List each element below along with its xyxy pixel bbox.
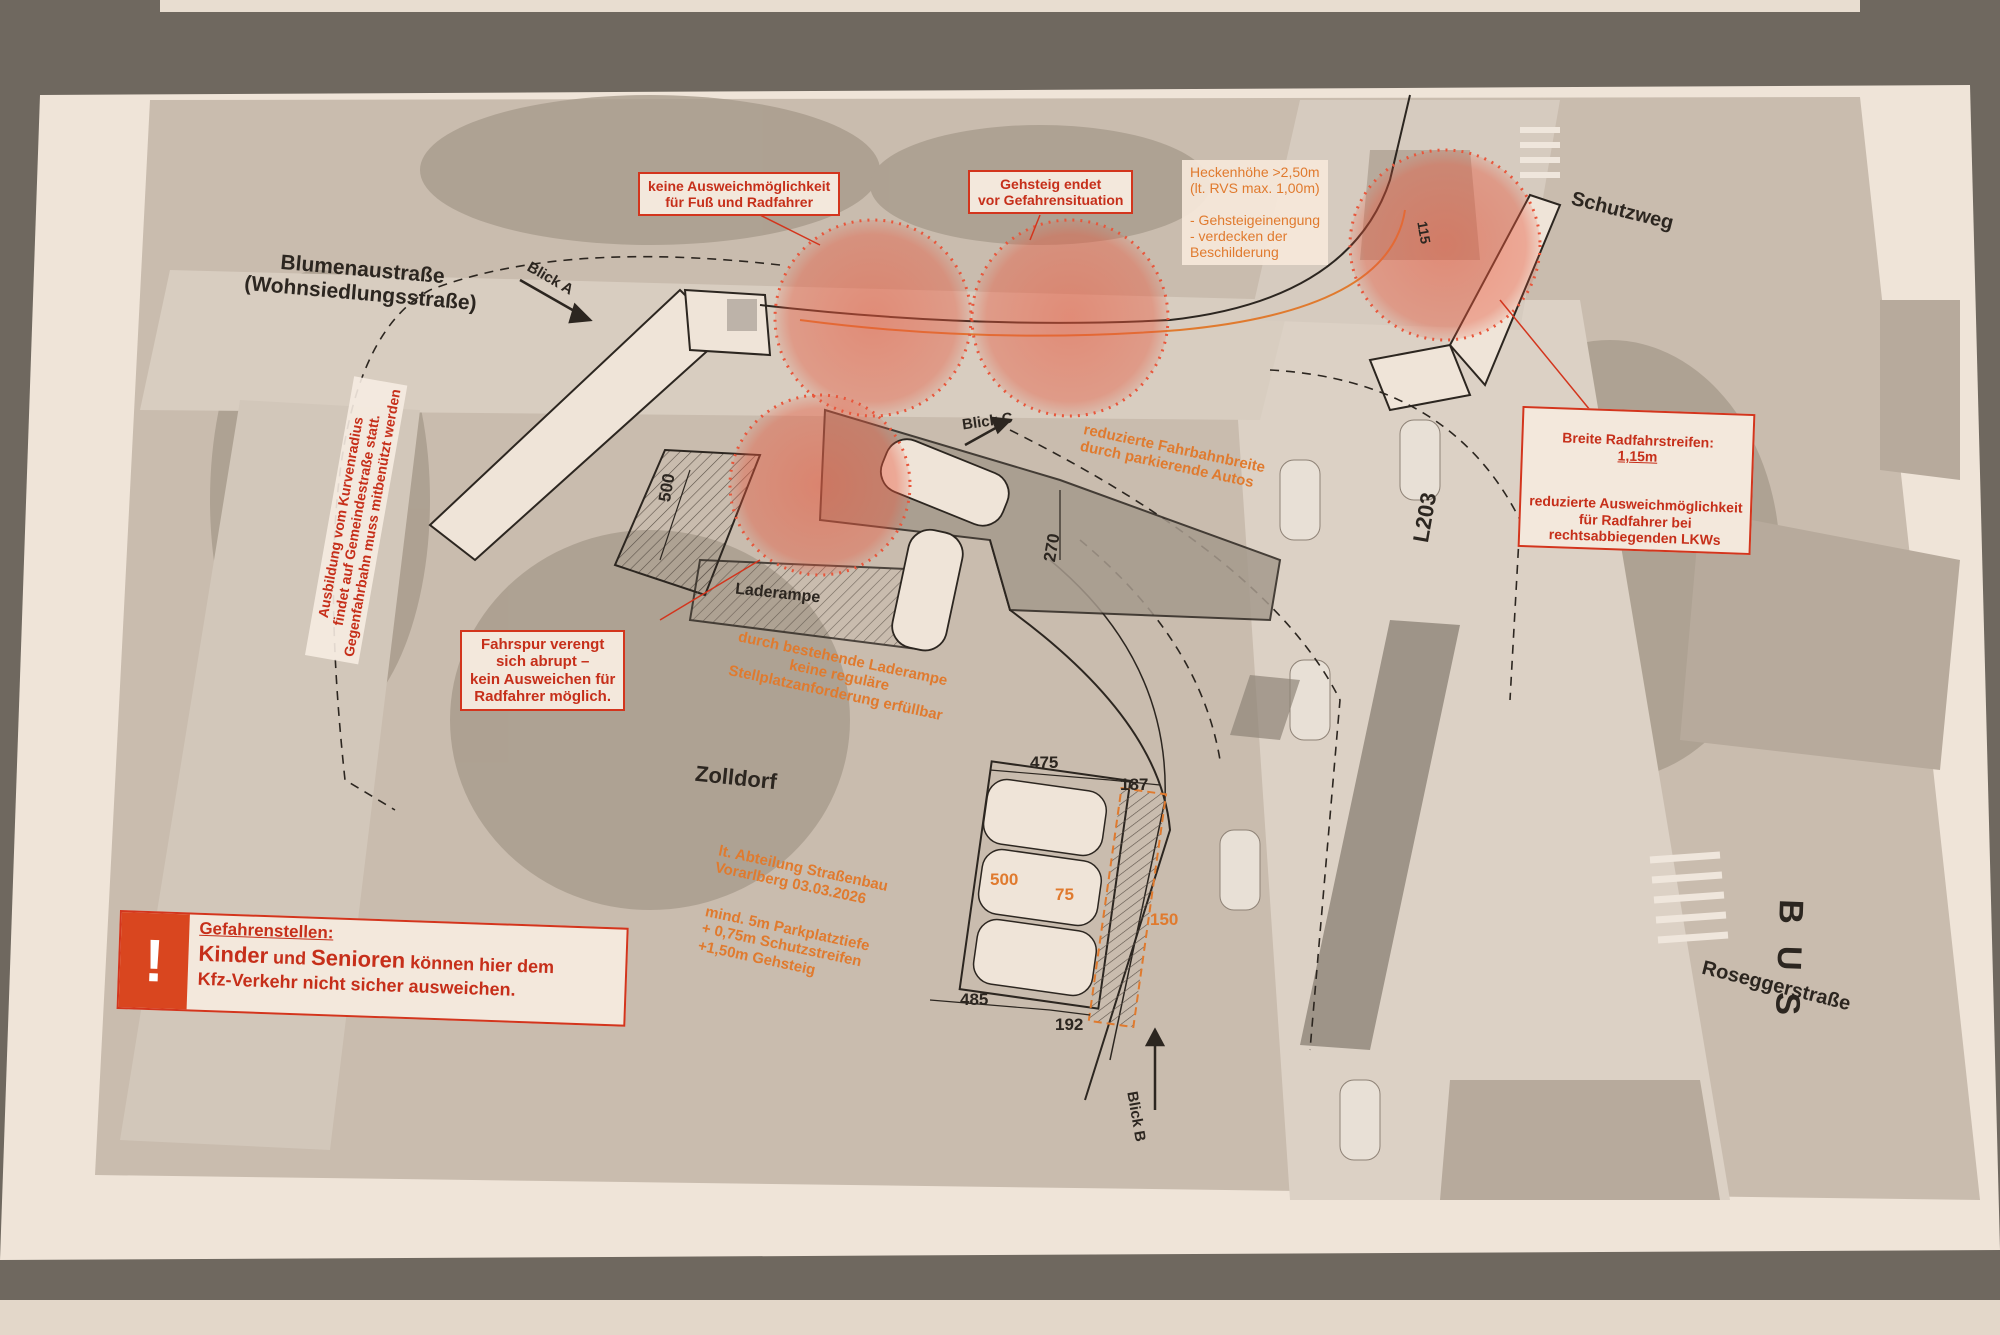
legend-senioren: Senioren <box>310 944 406 973</box>
view-arrows <box>519 278 1166 1110</box>
sheet-top <box>160 0 1860 12</box>
legend-koennen: können hier dem <box>404 951 555 978</box>
parked-cars-aerial <box>1219 419 1441 1161</box>
dim-475: 475 <box>1030 753 1059 772</box>
dim-192: 192 <box>1055 1015 1084 1034</box>
curb-lower <box>989 539 1172 1101</box>
parking-lot-lower <box>958 760 1168 1029</box>
callout-leaders <box>659 214 1591 621</box>
strip-small <box>1230 675 1300 740</box>
hazard-circles <box>728 148 1542 577</box>
dim-485: 485 <box>960 990 989 1009</box>
dim-75: 75 <box>1055 885 1074 904</box>
radfahrstreifen-text: reduzierte Ausweichmöglichkeit für Radfa… <box>1528 492 1743 548</box>
callout-radfahrstreifen: Breite Radfahrstreifen: 1,15m reduzierte… <box>1517 405 1756 555</box>
legend-und: und <box>267 947 312 969</box>
strip-parking <box>1300 620 1460 1050</box>
plan-cars <box>879 438 1010 652</box>
dim-150: 150 <box>1150 910 1179 929</box>
crosswalk-bottom <box>1649 851 1729 944</box>
crosswalk-top <box>1520 127 1560 178</box>
hazard-legend: ! Gefahrenstellen: Kinder und Senioren k… <box>116 910 629 1027</box>
dim-187: 187 <box>1120 775 1149 794</box>
legend-kinder: Kinder <box>198 940 269 969</box>
dim-500-park: 500 <box>990 870 1019 889</box>
dimension-lines <box>659 469 1161 1016</box>
callout-gehsteig-endet: Gehsteig endet vor Gefahrensituation <box>968 170 1134 215</box>
sheet-bottom <box>0 1300 2000 1335</box>
callout-keine-ausweich: keine Ausweichmöglichkeit für Fuß und Ra… <box>638 172 841 217</box>
warning-icon: ! <box>118 912 190 1010</box>
callout-fahrspur: Fahrspur verengt sich abrupt – kein Ausw… <box>460 630 626 711</box>
radfahrstreifen-value: 1,15m <box>1617 447 1658 465</box>
truck-left <box>428 288 772 562</box>
bus-lane-marking: BUS <box>1767 898 1810 1038</box>
note-heckenhoehe: Heckenhöhe >2,50m (lt. RVS max. 1,00m) -… <box>1182 160 1328 265</box>
